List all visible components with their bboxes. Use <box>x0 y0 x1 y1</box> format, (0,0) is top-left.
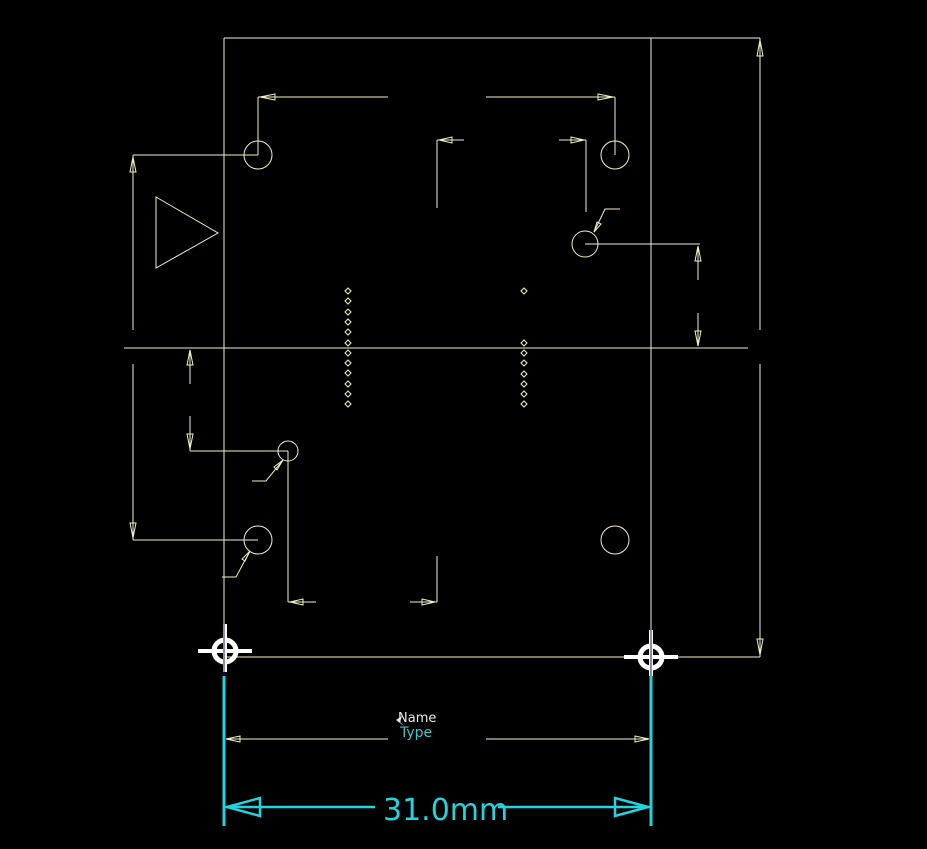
pin1-triangle-marker <box>155 196 220 269</box>
component-label[interactable]: Name Type <box>396 711 436 741</box>
left-vertical-dimension-bottom <box>129 364 258 541</box>
hole-top-right[interactable] <box>600 140 630 170</box>
pin-pad <box>520 349 528 357</box>
mounting-holes <box>243 140 630 555</box>
pin-pad <box>520 287 528 295</box>
origin-target-left-icon[interactable] <box>198 624 252 676</box>
hole-leaders <box>222 208 620 578</box>
hole-mid-right[interactable] <box>571 230 599 258</box>
pin-pad <box>520 359 528 367</box>
pin-pad <box>520 339 528 347</box>
label-anchor-icon <box>396 716 404 726</box>
width-dimension-31mm[interactable]: 31.0mm <box>222 676 653 828</box>
header-dimension-top <box>436 136 587 212</box>
pin-pad <box>344 400 352 408</box>
inner-width-dimension <box>225 735 650 743</box>
hole-mid-left[interactable] <box>277 440 299 462</box>
pin-pad <box>344 369 352 377</box>
pin-pad <box>520 370 528 378</box>
component-name-text: Name <box>398 711 436 726</box>
hole-top-left[interactable] <box>243 140 273 170</box>
pin-pad <box>344 390 352 398</box>
dimension-value-text: 31.0mm <box>383 793 508 828</box>
pin-pad <box>344 318 352 326</box>
pin-pad <box>344 359 352 367</box>
hole-bottom-right[interactable] <box>600 525 630 555</box>
pin-header-right <box>520 287 528 408</box>
left-inner-dimension <box>186 349 289 602</box>
pin-pad <box>344 349 352 357</box>
pin-pad <box>344 328 352 336</box>
pin-pad <box>344 308 352 316</box>
origin-target-right-icon[interactable] <box>624 630 678 676</box>
pin-pad <box>520 380 528 388</box>
pin-pad <box>520 390 528 398</box>
right-inner-dimension <box>585 243 702 347</box>
height-dimension <box>756 38 764 657</box>
pin-pad <box>344 297 352 305</box>
pin-pad <box>344 287 352 295</box>
pin-header-left <box>344 287 352 408</box>
header-dimension-bottom <box>288 556 438 606</box>
pin-pad <box>344 380 352 388</box>
pin-pad <box>520 400 528 408</box>
hole-bottom-left[interactable] <box>243 525 273 555</box>
pin-pad <box>344 339 352 347</box>
top-hole-spacing-dimension <box>257 93 616 155</box>
component-type-text: Type <box>399 725 432 741</box>
left-vertical-dimension-top <box>129 154 258 330</box>
